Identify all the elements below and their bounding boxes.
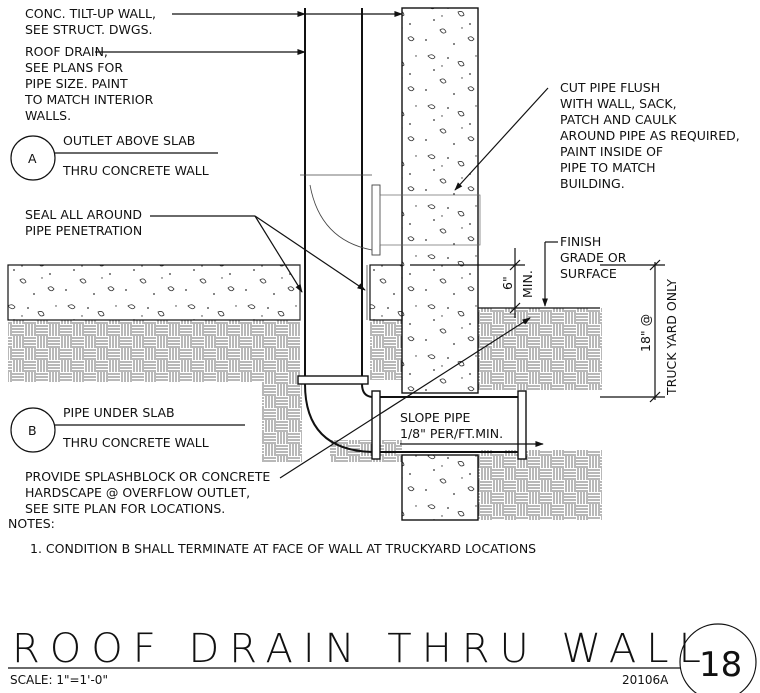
detail-code: 20106A [622, 673, 669, 687]
condition-tag-b [10, 407, 245, 453]
detail-title: ROOF DRAIN THRU WALL [12, 626, 711, 672]
detail-number-circle [679, 623, 757, 693]
wall-label: CONC. TILT-UP WALL, SEE STRUCT. DWGS. [25, 6, 160, 37]
slope-label: SLOPE PIPE 1/8" PER/FT.MIN. [400, 410, 503, 441]
tilt-up-wall [401, 7, 479, 521]
truck-yard-label: TRUCK YARD ONLY [664, 279, 679, 396]
condition-b-line2: THRU CONCRETE WALL [62, 435, 209, 450]
condition-a-line2: THRU CONCRETE WALL [62, 163, 209, 178]
splashblock-label: PROVIDE SPLASHBLOCK OR CONCRETE HARDSCAP… [25, 469, 274, 516]
cut-pipe-label: CUT PIPE FLUSH WITH WALL, SACK, PATCH AN… [560, 80, 744, 191]
condition-b-line1: PIPE UNDER SLAB [63, 405, 175, 420]
paving-hatch [8, 308, 602, 520]
eighteen-inch-dim: 18" @ [638, 314, 653, 352]
finish-label: FINISH GRADE OR SURFACE [560, 234, 630, 281]
roof-drain-pipe [297, 8, 527, 460]
notes-heading: NOTES: [8, 516, 55, 531]
note-item-1: 1. CONDITION B SHALL TERMINATE AT FACE O… [30, 541, 536, 556]
roof-drain-label: ROOF DRAIN, SEE PLANS FOR PIPE SIZE. PAI… [24, 44, 157, 123]
dimension-lines [410, 248, 665, 403]
slab-on-grade [7, 264, 403, 321]
condition-tag-a [10, 135, 218, 181]
leader-lines [95, 11, 558, 479]
detail-number: 18 [699, 645, 742, 685]
six-inch-dim: 6" [500, 276, 515, 290]
six-inch-min: MIN. [520, 270, 535, 298]
seal-label: SEAL ALL AROUND PIPE PENETRATION [25, 207, 146, 238]
condition-a-line1: OUTLET ABOVE SLAB [63, 133, 195, 148]
condition-a-letter: A [28, 151, 37, 166]
condition-b-letter: B [28, 423, 37, 438]
scale-label: SCALE: 1"=1'-0" [10, 673, 108, 687]
